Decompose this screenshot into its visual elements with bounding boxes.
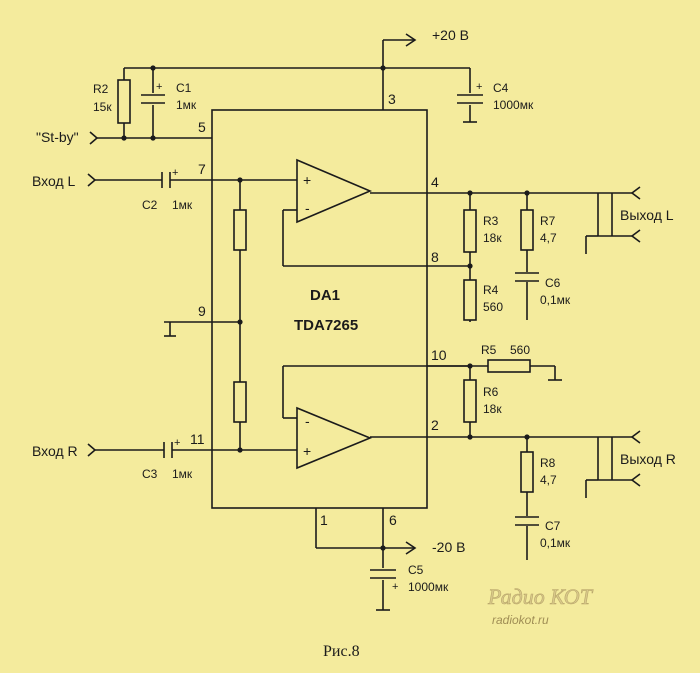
r2-ref: R2 [93, 82, 109, 96]
r5-val: 560 [510, 343, 530, 357]
r5-resistor [487, 359, 531, 373]
c3-plus-sign: + [174, 437, 180, 449]
r6-ref: R6 [483, 385, 499, 399]
r7-ref: R7 [540, 214, 556, 228]
c5-val: 1000мк [408, 580, 449, 594]
c1-plus-sign: + [156, 81, 162, 93]
opamp-left [296, 158, 373, 224]
pos-supply-label: +20 В [432, 27, 469, 43]
pin-10: 10 [431, 347, 447, 363]
output-r-label: Выход R [620, 451, 676, 467]
c6-val: 0,1мк [540, 293, 571, 307]
r2-val: 15к [93, 100, 112, 114]
opamp-right-plus: + [303, 443, 311, 459]
r5-ref: R5 [481, 343, 497, 357]
negative-rail [315, 508, 417, 611]
r8-val: 4,7 [540, 473, 557, 487]
pin-4: 4 [431, 174, 439, 190]
c4-ref: C4 [493, 81, 509, 95]
c1-capacitor [140, 93, 166, 105]
r7-resistor [520, 209, 534, 251]
pin-2: 2 [431, 417, 439, 433]
r6-resistor [463, 379, 477, 423]
c5-plus-sign: + [392, 581, 398, 593]
c4-val: 1000мк [493, 98, 534, 112]
opamp-right [296, 406, 373, 470]
c6-ref: C6 [545, 276, 561, 290]
chip-part: TDA7265 [294, 317, 358, 334]
output-l-network [370, 186, 641, 322]
r4-ref: R4 [483, 283, 499, 297]
c2-val: 1мк [172, 198, 193, 212]
c3-ref: C3 [142, 467, 158, 481]
c1-val: 1мк [176, 98, 197, 112]
c2-ref: C2 [142, 198, 158, 212]
input-r-line [87, 442, 297, 458]
output-r-network [370, 366, 641, 560]
c2-plus-sign: + [172, 167, 178, 179]
standby-label: "St-by" [36, 129, 79, 145]
opamp-left-plus: + [303, 172, 311, 188]
pin-5: 5 [198, 119, 206, 135]
pin-9: 9 [198, 303, 206, 319]
c3-val: 1мк [172, 467, 193, 481]
pin-7: 7 [198, 161, 206, 177]
internal-divider [164, 180, 247, 450]
c4-capacitor [456, 93, 484, 123]
r5-branch [427, 359, 562, 381]
r3-resistor [463, 209, 477, 253]
c1-ref: C1 [176, 81, 192, 95]
c7-val: 0,1мк [540, 536, 571, 550]
r3-val: 18к [483, 231, 502, 245]
c5-ref: C5 [408, 563, 424, 577]
pin-11: 11 [190, 431, 205, 447]
r3-ref: R3 [483, 214, 499, 228]
opamp-right-minus: - [305, 413, 310, 429]
output-l-label: Выход L [620, 207, 674, 223]
figure-caption: Рис.8 [323, 643, 360, 660]
watermark-url: radiokot.ru [492, 613, 549, 627]
neg-supply-label: -20 В [432, 539, 465, 555]
r2-resistor [117, 79, 131, 124]
pin-1: 1 [320, 512, 328, 528]
c7-ref: C7 [545, 519, 561, 533]
standby-line [89, 131, 212, 145]
c4-plus-sign: + [476, 81, 482, 93]
r4-val: 560 [483, 300, 503, 314]
r7-val: 4,7 [540, 231, 557, 245]
watermark-brand: Радио КОТ [487, 584, 594, 609]
r8-resistor [520, 451, 534, 493]
pin-3: 3 [388, 91, 396, 107]
opamp-left-minus: - [305, 200, 310, 216]
input-r-label: Вход R [32, 443, 78, 459]
input-l-line [87, 172, 297, 188]
pin-6: 6 [389, 512, 397, 528]
r4-resistor [463, 279, 477, 321]
input-l-label: Вход L [32, 173, 76, 189]
r6-val: 18к [483, 402, 502, 416]
pin-8: 8 [431, 249, 439, 265]
chip-name: DA1 [310, 287, 340, 304]
ic-body [211, 109, 428, 509]
r8-ref: R8 [540, 456, 556, 470]
